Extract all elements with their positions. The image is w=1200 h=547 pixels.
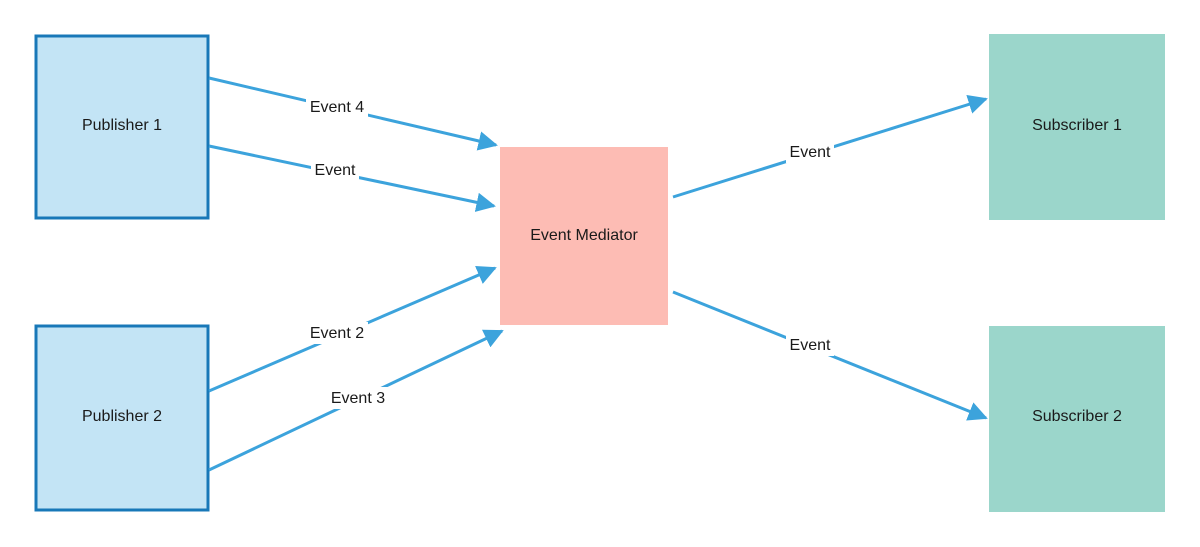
edge-label-s2-event-bg — [786, 334, 834, 356]
event-mediator-label: Event Mediator — [530, 227, 638, 244]
subscriber-2-box[interactable] — [989, 326, 1165, 512]
edge-label-s1-event-bg — [786, 141, 834, 163]
edge-label-s1-event: Event — [790, 144, 831, 161]
edge-label-p1-event-bg — [311, 159, 359, 181]
edge-label-event4-group: Event 4 — [306, 96, 368, 118]
edge-label-event3-group: Event 3 — [327, 387, 389, 409]
edge-label-p1-event-group: Event — [311, 159, 359, 181]
edge-label-event2-bg — [306, 322, 368, 344]
subscriber-2-label: Subscriber 2 — [1032, 408, 1122, 425]
edge-label-s1-event-group: Event — [786, 141, 834, 163]
edge-label-event2-group: Event 2 — [306, 322, 368, 344]
publisher-1-box[interactable] — [34, 34, 210, 220]
edge-label-s2-event-group: Event — [786, 334, 834, 356]
subscriber-1-label: Subscriber 1 — [1032, 117, 1122, 134]
event-mediator-box[interactable] — [500, 147, 668, 325]
edge-label-event2: Event 2 — [310, 325, 364, 342]
edge-label-s2-event: Event — [790, 337, 831, 354]
publisher-2-box[interactable] — [34, 324, 210, 512]
edge-label-p1-event: Event — [315, 162, 356, 179]
edge-label-event3-bg — [327, 387, 389, 409]
publisher-2-label: Publisher 2 — [82, 408, 162, 425]
edge-label-event4-bg — [306, 96, 368, 118]
edge-label-event4: Event 4 — [310, 99, 364, 116]
edge-label-event3: Event 3 — [331, 390, 385, 407]
subscriber-1-box[interactable] — [989, 34, 1165, 220]
publisher-1-label: Publisher 1 — [82, 117, 162, 134]
